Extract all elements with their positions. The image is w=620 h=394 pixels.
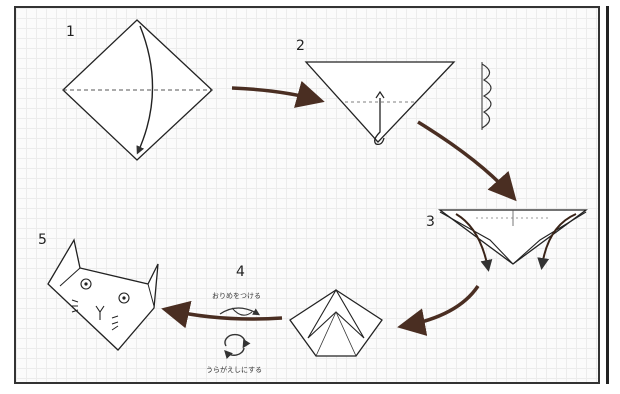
- arrow-step4-to-step5: [161, 300, 283, 329]
- step-1-number: 1: [66, 24, 75, 40]
- step-4-caption-top: おりめをつける: [212, 292, 261, 300]
- step-4-number: 4: [236, 264, 245, 280]
- step-3-number: 3: [426, 214, 435, 230]
- step-2-number: 2: [296, 38, 305, 54]
- fold-crease-icon: [219, 307, 261, 316]
- turn-over-icon: [224, 333, 251, 359]
- arrow-step2-to-step3: [417, 120, 517, 202]
- arrow-step3-to-step4: [397, 285, 480, 336]
- step-5-cat-face: [47, 238, 159, 351]
- arrow-step1-to-step2: [231, 80, 325, 108]
- page-edge: [606, 6, 609, 384]
- step-4-caption-bottom: うらがえしにする: [206, 365, 262, 374]
- step-2-triangle: [304, 61, 492, 146]
- step-4-folded-shape: [289, 288, 383, 357]
- step-1-square: [62, 19, 213, 161]
- step-5-number: 5: [38, 232, 47, 248]
- step-3-triangle-flaps: [438, 209, 588, 272]
